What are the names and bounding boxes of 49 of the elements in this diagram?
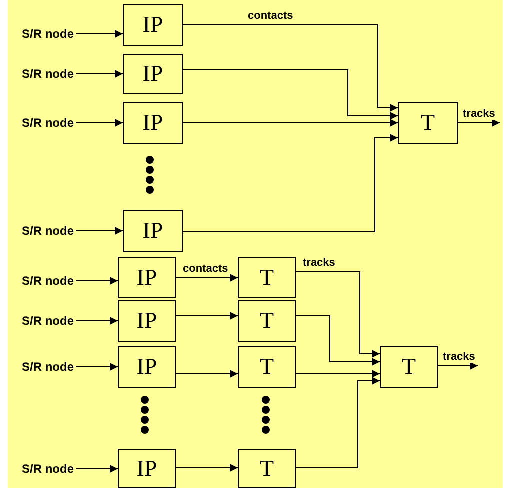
node-label: S/R node — [22, 359, 74, 375]
arrow — [76, 227, 124, 235]
process-box: T — [238, 300, 296, 342]
arrow — [76, 70, 124, 78]
process-box: T — [238, 257, 296, 298]
arrow — [182, 134, 398, 232]
arrow — [76, 119, 124, 127]
arrow — [76, 363, 118, 371]
arrow — [458, 119, 500, 127]
arrow — [76, 277, 118, 285]
arrow — [176, 312, 238, 320]
arrow — [296, 370, 380, 378]
process-box: T — [380, 346, 438, 388]
arrow — [296, 316, 380, 366]
arrow — [76, 30, 124, 38]
process-box: IP — [118, 257, 176, 298]
arrow — [296, 377, 380, 468]
process-box: IP — [123, 4, 183, 46]
arrow — [176, 464, 238, 472]
node-label: S/R node — [22, 66, 74, 82]
node-label: S/R node — [22, 313, 74, 329]
edge-label: tracks — [442, 351, 476, 363]
arrow — [76, 465, 118, 473]
process-box: T — [238, 346, 296, 388]
node-label: S/R node — [22, 273, 74, 289]
edge-label: tracks — [302, 257, 336, 269]
arrow — [182, 70, 398, 120]
node-label: S/R node — [22, 223, 74, 239]
edge-label: contacts — [182, 263, 230, 275]
node-label: S/R node — [22, 461, 74, 477]
arrow — [296, 272, 380, 358]
edge-label: tracks — [462, 108, 496, 120]
process-box: IP — [123, 210, 183, 252]
arrow — [438, 362, 478, 370]
process-box: T — [398, 102, 458, 144]
arrow — [176, 274, 238, 282]
node-label: S/R node — [22, 115, 74, 131]
process-box: IP — [118, 346, 176, 388]
node-label: S/R node — [22, 26, 74, 42]
edge-label: contacts — [247, 10, 294, 22]
arrow — [176, 370, 238, 378]
arrow — [76, 317, 118, 325]
process-box: T — [238, 449, 296, 488]
arrow — [182, 24, 398, 112]
process-box: IP — [123, 102, 183, 144]
process-box: IP — [118, 300, 176, 342]
process-box: IP — [118, 449, 176, 488]
process-box: IP — [123, 54, 183, 94]
arrow — [182, 119, 398, 127]
